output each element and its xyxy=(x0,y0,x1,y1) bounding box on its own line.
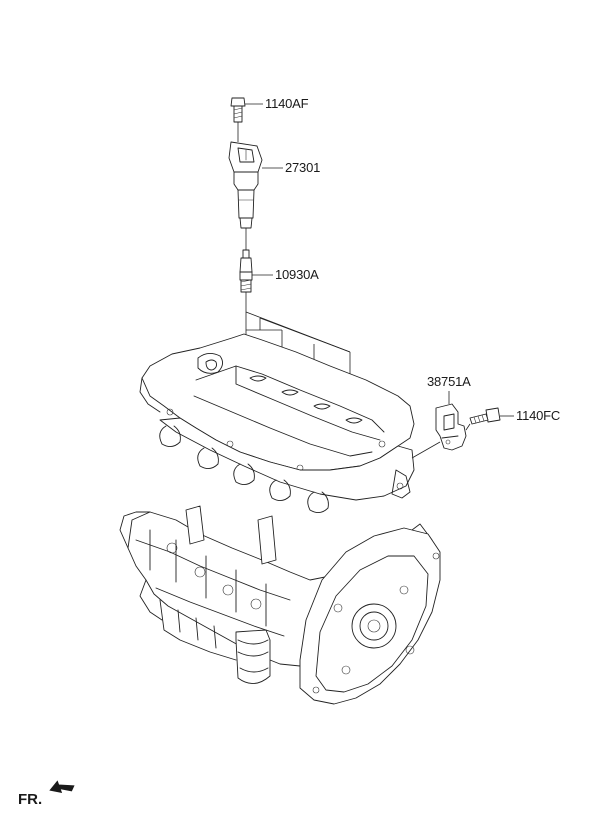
part-label-spark-plug: 10930A xyxy=(275,267,319,282)
part-label-bolt-top: 1140AF xyxy=(265,96,309,111)
front-direction-label: FR. xyxy=(18,791,43,808)
front-direction-arrow xyxy=(49,780,75,793)
bolt-top-drawing xyxy=(230,97,263,123)
bracket-drawing xyxy=(411,391,467,459)
ignition-coil-drawing xyxy=(228,141,283,229)
engine-block-drawing xyxy=(119,333,441,705)
part-label-bolt-side: 1140FC xyxy=(516,408,561,423)
part-label-bracket: 38751A xyxy=(427,374,471,389)
part-label-ignition-coil: 27301 xyxy=(285,160,321,175)
bolt-side-drawing xyxy=(465,407,514,431)
spark-plug-drawing xyxy=(239,249,273,293)
